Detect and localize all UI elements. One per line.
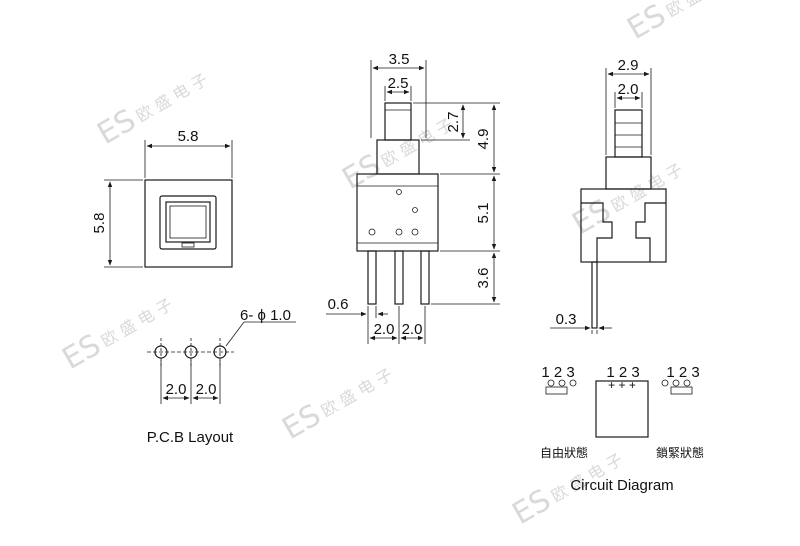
hole-leader	[225, 321, 245, 347]
top-view-body	[144, 179, 233, 268]
circuit-left-contact	[545, 386, 568, 395]
side-dim-2-0: 2.0	[618, 81, 639, 98]
circuit-title: Circuit Diagram	[570, 477, 673, 494]
pcb-pitch-1: 2.0	[166, 381, 187, 398]
watermark-6: ES 欧 盛 电 子	[337, 115, 457, 197]
front-dim-4-9: 4.9	[475, 129, 492, 150]
top-view: 5.8 5.8	[91, 128, 233, 268]
top-view-notch	[181, 242, 195, 248]
watermark-2: ES 欧 盛 电 子	[622, 0, 742, 47]
front-pin-3	[420, 250, 430, 305]
svg-text:欧 盛 电 子: 欧 盛 电 子	[318, 365, 396, 421]
hole-note: 6- ϕ 1.0	[240, 307, 291, 324]
side-body-slot-left	[581, 202, 613, 262]
front-pitch-2: 2.0	[402, 321, 423, 338]
side-view: 2.9 2.0 0.3	[550, 57, 667, 334]
front-dot-3	[368, 228, 376, 236]
front-pitch-1: 2.0	[374, 321, 395, 338]
front-dim-3-5: 3.5	[389, 51, 410, 68]
front-dot-4	[395, 228, 403, 236]
circuit-diagram: 1 2 3 1 2 3 + + + 1 2 3 自由狀態 鎖緊狀態 Circui…	[540, 364, 704, 494]
front-dim-2-5: 2.5	[388, 75, 409, 92]
side-plunger	[614, 109, 643, 158]
front-dim-5-1: 5.1	[475, 203, 492, 224]
front-pin-1	[367, 250, 377, 305]
svg-text:欧 盛 电 子: 欧 盛 电 子	[663, 0, 741, 21]
circuit-center-box	[595, 380, 649, 438]
circuit-center-marks: + + +	[608, 378, 636, 392]
pcb-pitch-2: 2.0	[196, 381, 217, 398]
top-view-button-outer	[159, 195, 217, 250]
circuit-right-contact	[670, 386, 693, 395]
front-dot-2	[412, 207, 418, 213]
front-dim-3-6: 3.6	[475, 268, 492, 289]
circuit-left-state: 自由狀態	[540, 445, 588, 460]
front-view: 3.5 2.5 2.7 4.9 5.1 3.6 0.6 2.0 2.0	[326, 51, 500, 344]
pcb-layout-title: P.C.B Layout	[147, 429, 234, 446]
front-plunger-top	[384, 102, 412, 141]
side-body	[580, 188, 667, 263]
watermark-4: ES 欧 盛 电 子	[277, 365, 397, 447]
top-view-button	[165, 201, 211, 243]
watermark-7: ES 欧 盛 电 子	[567, 160, 687, 242]
circuit-left-numbers: 1 2 3	[541, 364, 574, 381]
side-dim-2-9: 2.9	[618, 57, 639, 74]
top-view-height-label: 5.8	[91, 213, 108, 234]
side-body-slot-right	[635, 202, 666, 262]
top-view-width-label: 5.8	[178, 128, 199, 145]
front-dim-0-6: 0.6	[328, 296, 349, 313]
front-dot-5	[411, 228, 419, 236]
svg-text:欧 盛 电 子: 欧 盛 电 子	[133, 70, 211, 126]
front-pin-2	[394, 250, 404, 305]
circuit-right-numbers: 1 2 3	[666, 364, 699, 381]
svg-text:欧 盛 电 子: 欧 盛 电 子	[98, 295, 176, 351]
front-dot-1	[396, 189, 402, 195]
pcb-layout: 6- ϕ 1.0 2.0 2.0 P.C.B Layout	[147, 307, 296, 446]
side-dim-0-3: 0.3	[556, 311, 577, 328]
top-view-button-inner	[169, 205, 207, 239]
side-pin	[591, 261, 598, 329]
circuit-right-state: 鎖緊狀態	[656, 445, 704, 460]
circuit-center-numbers: 1 2 3	[606, 364, 639, 381]
svg-text:欧 盛 电 子: 欧 盛 电 子	[608, 160, 686, 216]
front-dim-2-7: 2.7	[445, 112, 462, 133]
